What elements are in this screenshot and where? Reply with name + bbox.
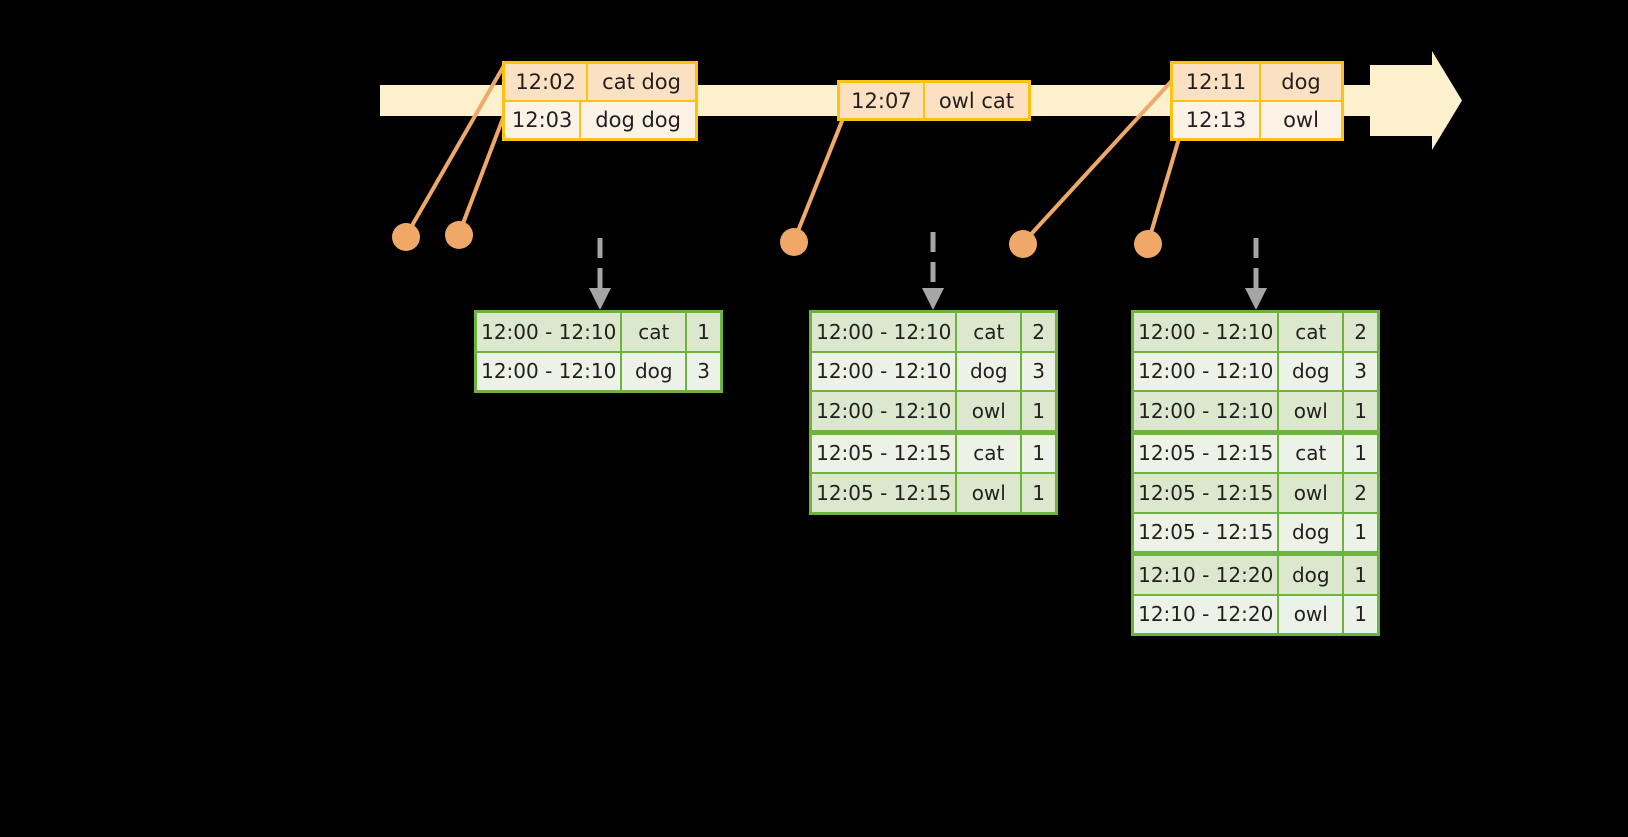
cell-window: 12:00 - 12:10	[477, 313, 621, 351]
cell-window: 12:05 - 12:15	[1134, 474, 1278, 512]
cell-key: owl	[957, 474, 1021, 512]
event-values: dog dog	[595, 108, 681, 132]
cell-count: 3	[687, 352, 720, 390]
cell-count: 1	[1022, 392, 1055, 430]
cell-key: owl	[957, 392, 1021, 430]
cell-count: 1	[1344, 513, 1377, 551]
connector-dot-1	[392, 223, 420, 251]
event-row: 12:13 owl	[1173, 100, 1341, 138]
event-time: 12:11	[1173, 64, 1261, 100]
cell-key: dog	[1279, 556, 1343, 594]
event-row: 12:11 dog	[1173, 64, 1341, 100]
cell-window: 12:00 - 12:10	[1134, 392, 1278, 430]
connector-dot-4	[1009, 230, 1037, 258]
connector-dot-3	[780, 228, 808, 256]
event-values: dog	[1281, 70, 1321, 94]
cell-count: 2	[1344, 474, 1377, 512]
connector-line-4	[1021, 72, 1180, 245]
event-row: 12:02 cat dog	[505, 64, 695, 100]
cell-count: 3	[1344, 352, 1377, 390]
event-time: 12:02	[505, 64, 589, 100]
cell-window: 12:05 - 12:15	[1134, 513, 1278, 551]
cell-count: 1	[1022, 434, 1055, 472]
cell-key: owl	[1279, 474, 1343, 512]
event-values: owl cat	[938, 88, 1014, 113]
cell-count: 3	[1022, 352, 1055, 390]
cell-window: 12:00 - 12:10	[477, 352, 621, 390]
connector-dot-2	[445, 221, 473, 249]
cell-key: dog	[957, 352, 1021, 390]
connector-line-2	[457, 104, 510, 235]
cell-window: 12:00 - 12:10	[1134, 313, 1278, 351]
cell-key: dog	[622, 352, 686, 390]
connector-line-3	[792, 115, 846, 242]
event-row: 12:03 dog dog	[505, 100, 695, 138]
timeline-arrowhead	[1370, 51, 1462, 150]
cell-count: 1	[1344, 556, 1377, 594]
cell-key: cat	[957, 434, 1021, 472]
cell-window: 12:05 - 12:15	[812, 474, 956, 512]
event-row: 12:07 owl cat	[840, 83, 1028, 118]
cell-window: 12:00 - 12:10	[1134, 352, 1278, 390]
cell-key: cat	[1279, 313, 1343, 351]
connector-line-1	[404, 61, 508, 237]
cell-window: 12:05 - 12:15	[1134, 434, 1278, 472]
cell-key: dog	[1279, 352, 1343, 390]
event-time: 12:07	[840, 83, 925, 118]
event-box-2[interactable]: 12:07 owl cat	[837, 80, 1031, 121]
cell-count: 1	[1344, 595, 1377, 633]
cell-key: cat	[622, 313, 686, 351]
cell-count: 2	[1022, 313, 1055, 351]
cell-count: 1	[1344, 434, 1377, 472]
cell-count: 1	[1344, 392, 1377, 430]
event-values: cat dog	[602, 70, 681, 94]
cell-key: owl	[1279, 595, 1343, 633]
connector-dot-5	[1134, 230, 1162, 258]
cell-count: 2	[1344, 313, 1377, 351]
cell-window: 12:00 - 12:10	[812, 352, 956, 390]
cell-key: cat	[957, 313, 1021, 351]
cell-window: 12:10 - 12:20	[1134, 556, 1278, 594]
event-box-1[interactable]: 12:02 cat dog 12:03 dog dog	[502, 61, 698, 141]
event-time: 12:03	[505, 102, 582, 138]
cell-count: 1	[687, 313, 720, 351]
event-box-3[interactable]: 12:11 dog 12:13 owl	[1170, 61, 1344, 141]
cell-window: 12:00 - 12:10	[812, 392, 956, 430]
cell-key: dog	[1279, 513, 1343, 551]
cell-count: 1	[1022, 474, 1055, 512]
cell-window: 12:10 - 12:20	[1134, 595, 1278, 633]
cell-key: owl	[1279, 392, 1343, 430]
dashed-arrow-3	[1245, 238, 1267, 310]
cell-window: 12:00 - 12:10	[812, 313, 956, 351]
event-values: owl	[1283, 108, 1319, 132]
connector-line-5	[1146, 134, 1182, 244]
event-time: 12:13	[1173, 102, 1261, 138]
dashed-arrow-1	[589, 238, 611, 310]
dashed-arrow-2	[922, 232, 944, 310]
cell-key: cat	[1279, 434, 1343, 472]
cell-window: 12:05 - 12:15	[812, 434, 956, 472]
